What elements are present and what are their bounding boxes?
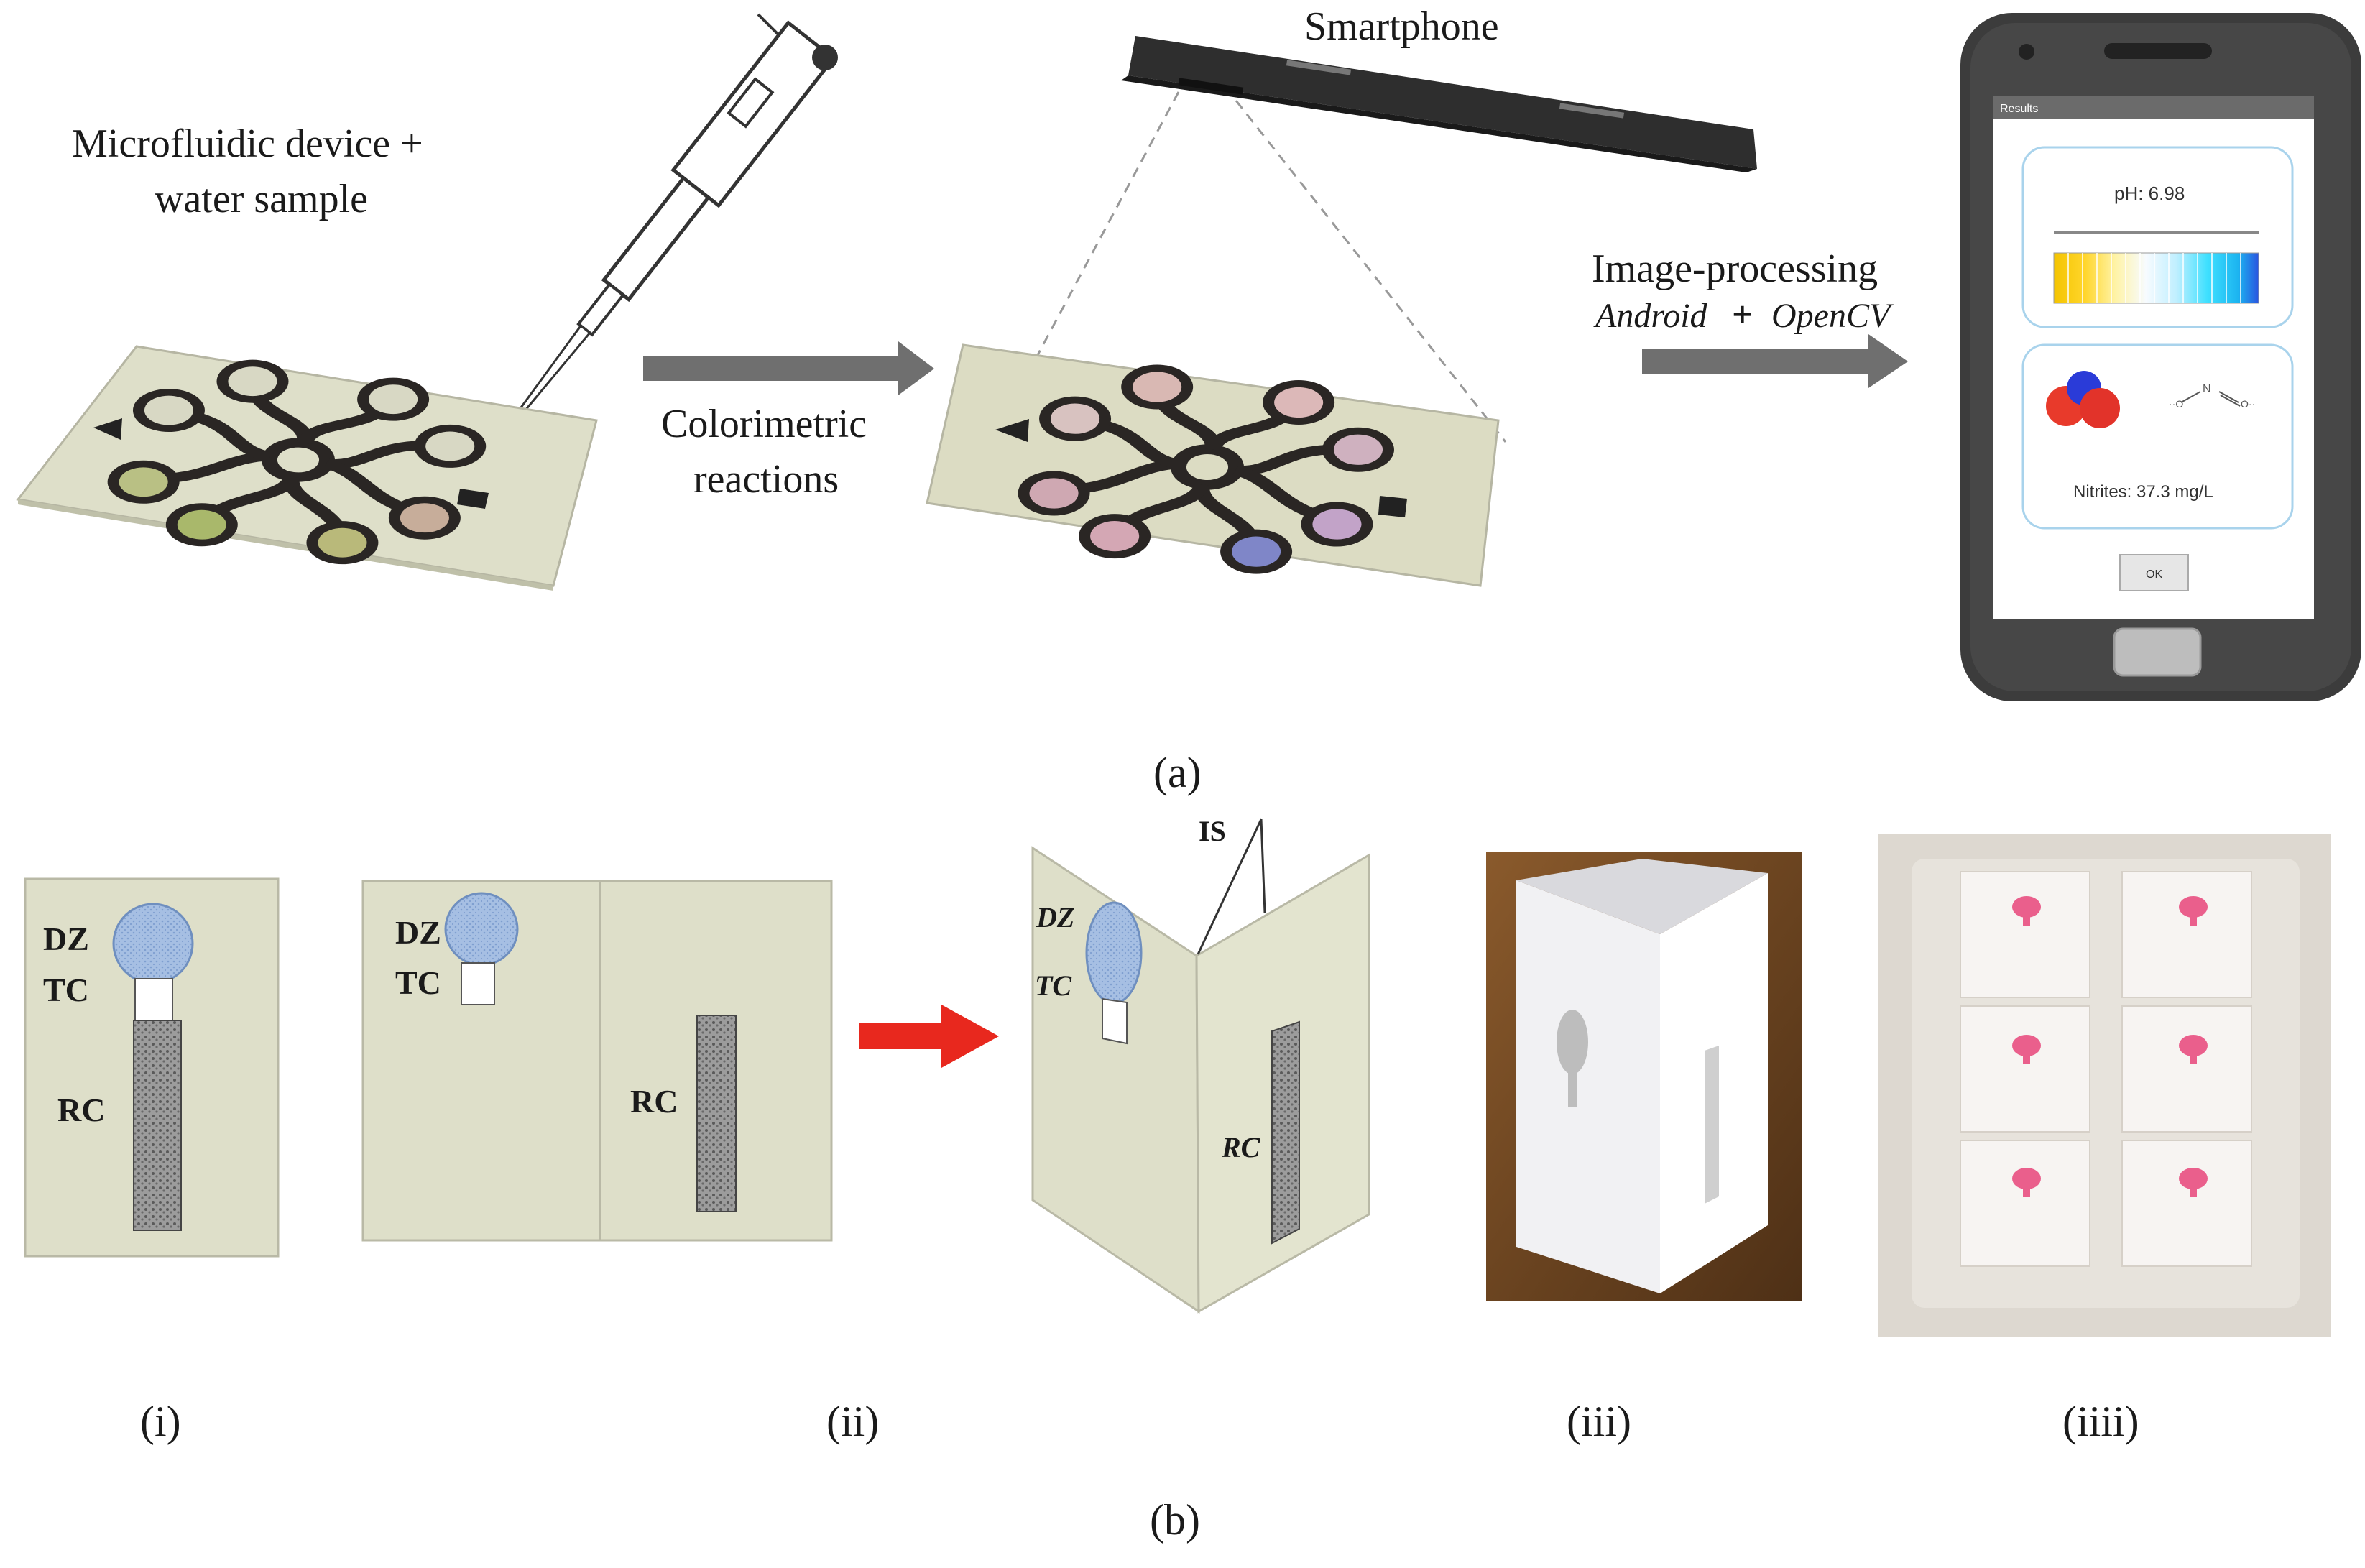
detection-zone bbox=[112, 903, 194, 984]
panel-b: DZ TC RC DZ TC RC IS DZ T bbox=[24, 815, 2331, 1544]
process-arrow-2 bbox=[1642, 334, 1908, 388]
smartphone-top-view bbox=[1121, 36, 1757, 172]
screen-ok-label: OK bbox=[2146, 568, 2162, 581]
label-tc: TC bbox=[1035, 969, 1072, 1002]
screen-ok-button[interactable] bbox=[2119, 554, 2189, 591]
device-layout-ii: DZ TC RC bbox=[361, 880, 833, 1242]
panel-a-caption: (a) bbox=[1153, 749, 1202, 796]
camera-view-line bbox=[1026, 91, 1180, 374]
colorimetric-label-line2: reactions bbox=[693, 457, 839, 502]
microfluidic-device-1 bbox=[16, 345, 598, 591]
nitrite-molecule-icon bbox=[2046, 371, 2120, 428]
image-processing-label: Image-processing bbox=[1592, 246, 1878, 291]
svg-text:N: N bbox=[2203, 383, 2211, 395]
android-label: Android bbox=[1593, 297, 1708, 335]
reaction-channel bbox=[133, 1020, 182, 1231]
nitrite-readout: Nitrites: 37.3 mg/L bbox=[2073, 482, 2213, 502]
fold-arrow bbox=[859, 1005, 999, 1068]
nitrite-structure-icon bbox=[2180, 391, 2241, 407]
ph-readout: pH: 6.98 bbox=[2114, 183, 2185, 204]
caption-i: (i) bbox=[140, 1398, 181, 1445]
label-dz: DZ bbox=[1036, 901, 1074, 933]
label-rc: RC bbox=[57, 1092, 105, 1128]
process-arrow-1 bbox=[643, 341, 934, 395]
svg-text:O··: O·· bbox=[2241, 398, 2255, 410]
label-tc: TC bbox=[43, 972, 89, 1008]
svg-text:··O: ··O bbox=[2169, 398, 2183, 410]
device-folded: IS DZ TC RC bbox=[1031, 815, 1370, 1314]
ph-color-scale bbox=[2053, 252, 2259, 304]
reaction-channel bbox=[696, 1015, 737, 1212]
panel-b-caption: (b) bbox=[1150, 1496, 1200, 1544]
microfluidic-device-2 bbox=[926, 343, 1500, 587]
panel-a: Microfluidic device + water sample bbox=[16, 4, 2361, 796]
detection-zone bbox=[444, 892, 519, 967]
label-rc: RC bbox=[1221, 1131, 1261, 1163]
transfer-channel bbox=[1102, 997, 1128, 1045]
caption-iiii: (iiii) bbox=[2062, 1398, 2139, 1445]
reaction-channel bbox=[1271, 1020, 1300, 1245]
device-layout-i: DZ TC RC bbox=[24, 877, 280, 1258]
smartphone-label: Smartphone bbox=[1304, 4, 1499, 49]
device-label-line1: Microfluidic device + bbox=[72, 121, 423, 166]
label-is: IS bbox=[1199, 815, 1226, 847]
caption-iii: (iii) bbox=[1567, 1398, 1631, 1445]
smartphone-front: Results pH: 6.98 bbox=[1960, 13, 2361, 701]
label-rc: RC bbox=[630, 1083, 678, 1120]
photo-device-array bbox=[1878, 834, 2331, 1337]
colorimetric-label-line1: Colorimetric bbox=[661, 402, 867, 446]
plus-label: + bbox=[1732, 295, 1753, 336]
label-tc: TC bbox=[395, 964, 441, 1001]
caption-ii: (ii) bbox=[826, 1398, 879, 1445]
label-dz: DZ bbox=[43, 921, 89, 957]
transfer-channel bbox=[134, 978, 173, 1021]
phone-home-button[interactable] bbox=[2113, 627, 2202, 677]
device-label-line2: water sample bbox=[155, 177, 368, 221]
photo-folded-device bbox=[1486, 852, 1802, 1301]
camera-view-line bbox=[1235, 100, 1507, 443]
opencv-label: OpenCV bbox=[1771, 297, 1894, 335]
label-dz: DZ bbox=[395, 914, 441, 951]
detection-zone bbox=[1085, 901, 1143, 1005]
transfer-channel bbox=[461, 962, 495, 1005]
screen-titlebar: Results bbox=[2000, 103, 2038, 115]
